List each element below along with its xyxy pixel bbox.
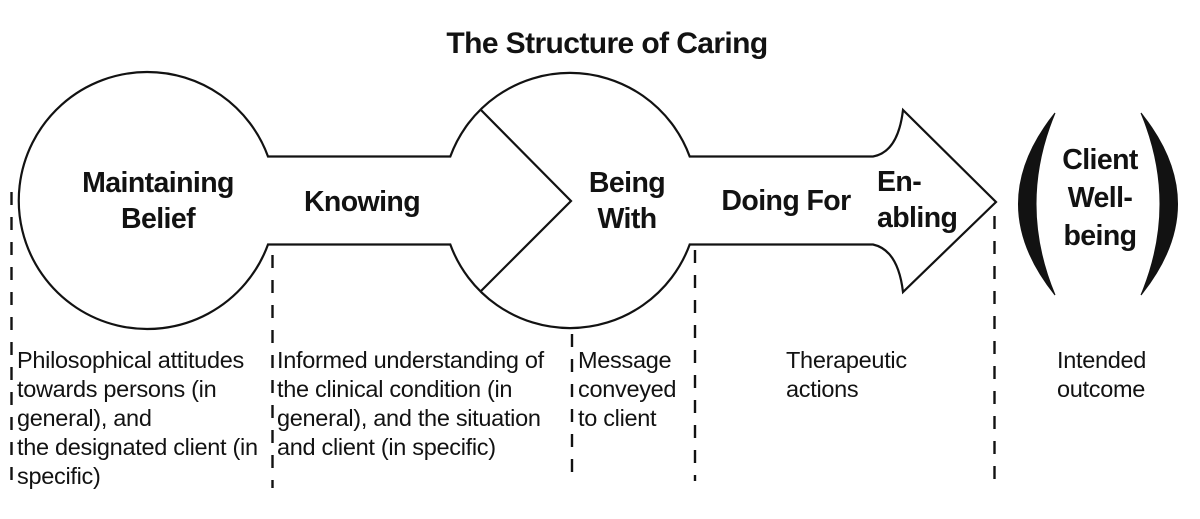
right-parenthesis [1140, 112, 1178, 296]
annotation-maintaining-belief: Philosophical attitudes towards persons … [17, 347, 258, 489]
caring-process-outline [17, 70, 998, 331]
stage-label-knowing: Knowing [303, 186, 421, 218]
annotation-doing-for: Therapeutic actions [786, 347, 907, 402]
knowing-arrowhead-chevron [480, 109, 573, 292]
annotation-knowing: Informed understanding of the clinical c… [277, 347, 544, 460]
annotation-outcome: Intended outcome [1057, 347, 1147, 402]
stage-label-maintaining-belief: Maintaining Belief [82, 167, 234, 235]
stage-label-being-with: Being With [588, 167, 666, 235]
stage-label-client-well-being: Client Well- being [1062, 144, 1138, 252]
annotation-being-with: Message conveyed to client [578, 347, 677, 431]
left-parenthesis [1018, 112, 1056, 296]
diagram-title: The Structure of Caring [446, 27, 768, 60]
stage-label-enabling: En- abling [877, 166, 958, 234]
stage-label-doing-for: Doing For [721, 185, 851, 217]
